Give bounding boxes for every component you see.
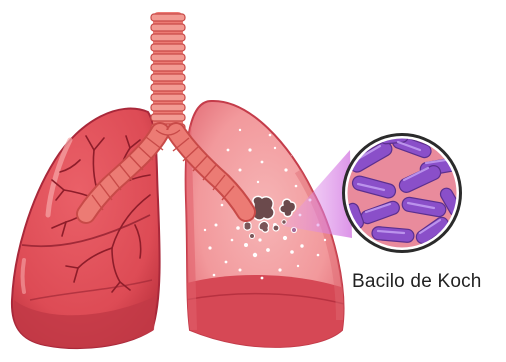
bacteria-magnifier bbox=[340, 130, 470, 260]
trachea bbox=[151, 12, 185, 136]
bacillus-label: Bacilo de Koch bbox=[352, 271, 482, 293]
left-lung bbox=[12, 109, 160, 349]
